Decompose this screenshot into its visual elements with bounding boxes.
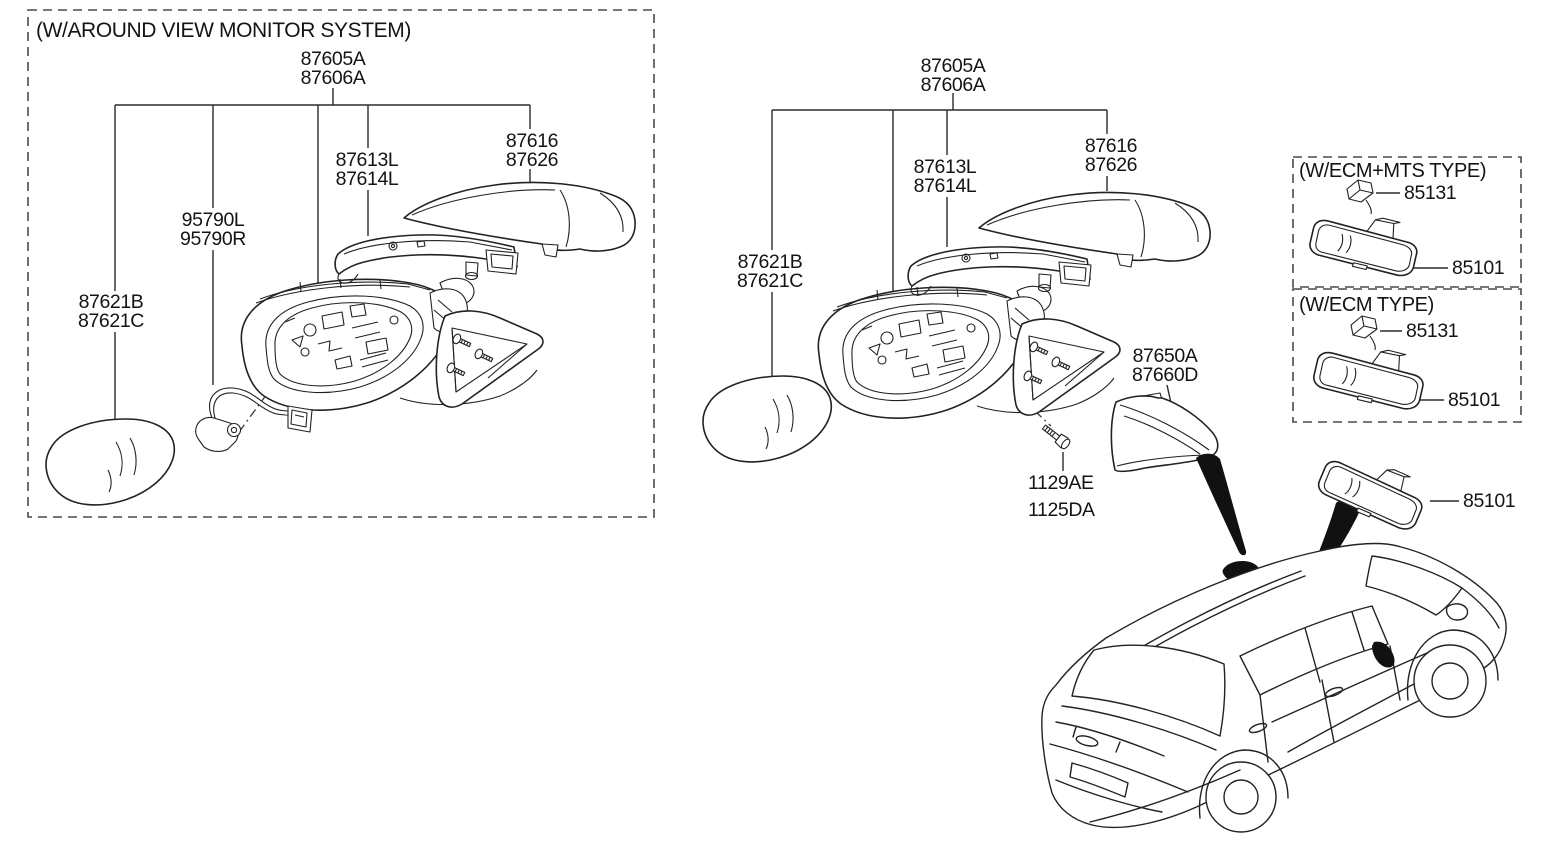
label-clip-ecm: 85131 — [1406, 320, 1459, 342]
car-door-handle-rear — [1248, 722, 1267, 735]
car-door-handle-front — [1324, 686, 1343, 699]
ecm-mts-type-title: (W/ECM+MTS TYPE) — [1299, 160, 1487, 182]
side-mirror-assembly-right — [818, 286, 1120, 418]
car-rear-wheel-arch — [1199, 750, 1288, 818]
label-glass-left: 87621B 87621C — [78, 291, 144, 332]
mounting-bolt — [1040, 422, 1071, 450]
mirror-glass-right — [702, 375, 833, 463]
label-scalp-left: 87616 87626 — [505, 130, 559, 171]
around-view-monitor-box — [28, 10, 654, 517]
label-mirror-assembly-right: 87605A 87606A — [920, 55, 986, 96]
label-garnish-right: 87613L 87614L — [913, 156, 977, 197]
car-front-wheel-arch — [1407, 630, 1498, 700]
car-illustration — [1042, 544, 1506, 832]
label-camera: 95790L 95790R — [180, 209, 246, 250]
car-license-recess — [1070, 763, 1128, 797]
label-mirror-ecm: 85101 — [1448, 389, 1501, 411]
car-badge — [1075, 734, 1099, 748]
label-bolt-1129AE: 1129AE — [1028, 472, 1094, 494]
car-b-pillar — [1305, 628, 1320, 682]
around-view-monitor-title: (W/AROUND VIEW MONITOR SYSTEM) — [36, 19, 411, 42]
car-rear-wheel — [1206, 762, 1276, 832]
mirror-base-cover — [1111, 393, 1217, 471]
label-base-cover: 87650A 87660D — [1132, 345, 1198, 386]
label-garnish-left: 87613L 87614L — [335, 149, 399, 190]
car-trunk-line — [1062, 706, 1216, 750]
leader-lines-right — [772, 93, 1459, 501]
car-far-mirror — [1447, 604, 1468, 620]
ecm-type-title: (W/ECM TYPE) — [1299, 294, 1434, 316]
car-mirror-location-marker — [1372, 641, 1395, 668]
leader-lines-boxes — [1376, 193, 1448, 400]
car-front-wheel — [1414, 645, 1486, 717]
car-windshield — [1366, 556, 1462, 615]
label-glass-right: 87621B 87621C — [737, 251, 803, 292]
mirror-glass-left — [45, 418, 176, 506]
label-inside-mirror: 85101 — [1463, 490, 1516, 512]
turn-signal-garnish-left — [334, 234, 519, 284]
label-mirror-assembly-left: 87605A 87606A — [300, 48, 366, 89]
label-bolt-1125DA: 1125DA — [1028, 499, 1095, 521]
car-side-windows — [1240, 606, 1388, 695]
leader-lines-left — [115, 88, 530, 432]
car-rear-window — [1072, 645, 1225, 736]
label-clip-ecm-mts: 85131 — [1404, 182, 1457, 204]
label-scalp-right: 87616 87626 — [1084, 135, 1138, 176]
ecm-mts-type-box — [1293, 157, 1521, 287]
label-mirror-ecm-mts: 85101 — [1452, 257, 1505, 279]
side-mirror-assembly-left — [241, 278, 543, 410]
around-view-camera-harness — [196, 388, 312, 452]
car-taillight-band — [1056, 722, 1164, 756]
car-character-line — [1272, 650, 1434, 722]
ecm-type-box — [1293, 289, 1521, 422]
